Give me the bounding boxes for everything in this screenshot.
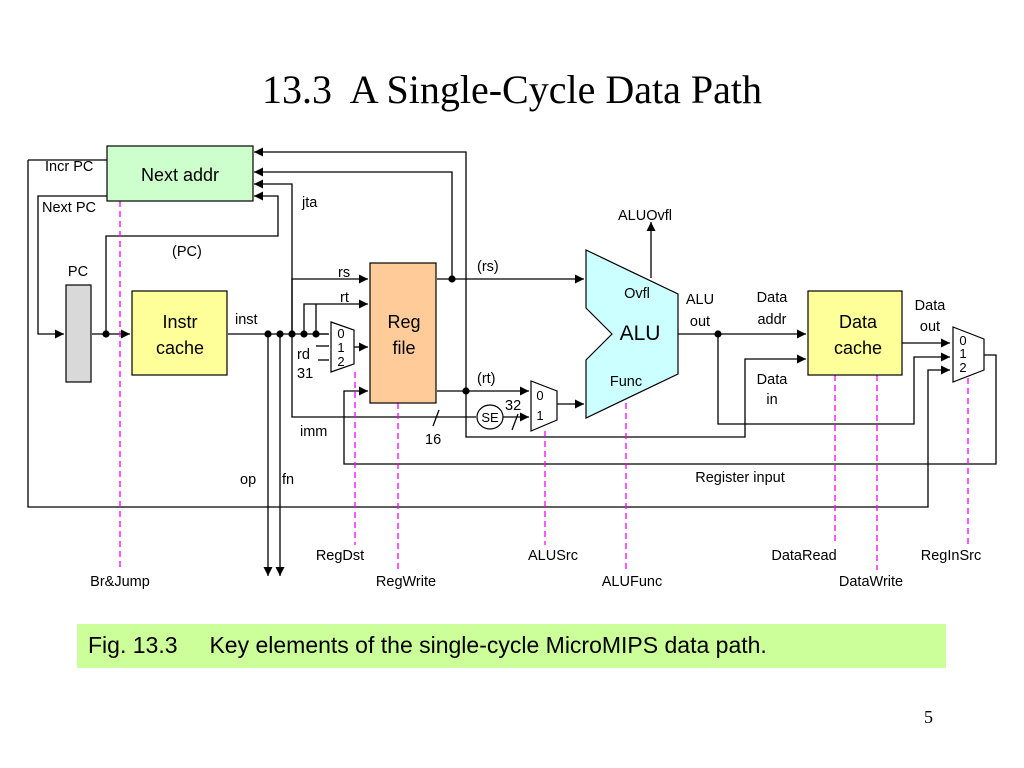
data-addr-label: Data — [757, 290, 789, 306]
svg-text:PC: PC — [68, 264, 88, 280]
rt-to-nextaddr-wire — [254, 147, 467, 391]
control-labels: Br&Jump RegDst RegWrite ALUSrc ALUFunc D… — [90, 548, 981, 590]
caption-text: Fig. 13.3 Key elements of the single-cyc… — [88, 632, 767, 658]
rt-paren-label: (rt) — [477, 371, 496, 387]
rt-to-mux-wire — [315, 304, 329, 335]
svg-text:cache: cache — [834, 338, 882, 358]
svg-text:Next addr: Next addr — [141, 165, 219, 185]
jta-label: jta — [301, 195, 318, 211]
svg-text:1: 1 — [959, 346, 966, 361]
jta-wire — [254, 179, 293, 334]
imm-label: imm — [300, 424, 327, 440]
instr-cache-block: Instr cache — [131, 290, 228, 376]
fn-label: fn — [282, 472, 294, 488]
regdst-label: RegDst — [316, 548, 364, 564]
next-addr-block: Next addr — [106, 145, 254, 202]
next-pc-label: Next PC — [42, 200, 96, 216]
svg-text:Reg: Reg — [387, 312, 420, 332]
alu-out-to-reginsrc-wire — [717, 334, 950, 425]
rd-label: rd — [297, 347, 310, 363]
bus-width-slash — [511, 413, 519, 431]
alu-out-label: ALU — [686, 292, 714, 308]
sixteen-label: 16 — [425, 432, 441, 448]
thirty-two-label: 32 — [505, 398, 521, 414]
svg-text:Data: Data — [839, 312, 878, 332]
next-pc-wire — [37, 195, 107, 339]
rs-to-nextaddr-wire — [254, 167, 453, 279]
wires — [27, 147, 997, 576]
incr-pc-to-reginsrc-wire — [27, 160, 950, 508]
br-jump-label: Br&Jump — [90, 574, 150, 590]
junction-dot — [102, 330, 110, 338]
reg-file-block: Reg file — [369, 262, 437, 404]
data-in-label: Data — [757, 372, 789, 388]
svg-text:cache: cache — [156, 338, 204, 358]
thirty-one-label: 31 — [297, 366, 313, 382]
rs-wire — [291, 274, 368, 334]
incr-pc-label: Incr PC — [45, 159, 93, 175]
rt-to-datain-wire — [465, 354, 806, 438]
reginsrc-mux: 0 1 2 — [952, 326, 985, 383]
alu-block: Ovfl ALU Func — [585, 249, 679, 419]
regdst-mux: 0 1 2 — [330, 321, 355, 373]
pc-paren-label: (PC) — [172, 244, 202, 260]
data-out-label: Data — [915, 298, 947, 314]
alusrc-mux: 0 1 — [530, 380, 558, 432]
svg-text:2: 2 — [959, 360, 966, 375]
svg-text:ALU: ALU — [620, 322, 661, 345]
rt-label: rt — [340, 290, 349, 306]
alufunc-label: ALUFunc — [602, 574, 662, 590]
data-addr-label: addr — [757, 312, 786, 328]
rt-wire — [303, 299, 368, 334]
alu-out-label: out — [690, 314, 710, 330]
op-label: op — [240, 472, 256, 488]
figure-caption: Fig. 13.3 Key elements of the single-cyc… — [77, 624, 946, 668]
reginsrc-label: RegInSrc — [921, 548, 981, 564]
rs-label: rs — [338, 265, 350, 281]
imm-wire — [291, 334, 476, 418]
rs-paren-label: (rs) — [477, 259, 499, 275]
svg-text:0: 0 — [337, 326, 344, 341]
svg-text:Func: Func — [610, 374, 642, 390]
bus-width-slash — [432, 409, 440, 427]
aluovfl-label: ALUOvfl — [618, 208, 672, 224]
svg-text:0: 0 — [536, 388, 543, 403]
register-input-wire — [343, 354, 997, 465]
regwrite-label: RegWrite — [376, 574, 436, 590]
pc-register: PC — [65, 264, 92, 383]
page-number: 5 — [924, 707, 933, 727]
svg-text:SE: SE — [481, 410, 499, 425]
signal-labels: Incr PC Next PC jta (PC) inst rs rt rd 3… — [42, 159, 946, 488]
datawrite-label: DataWrite — [839, 574, 903, 590]
page-title: 13.3 A Single-Cycle Data Path — [262, 67, 762, 112]
svg-text:Ovfl: Ovfl — [624, 286, 650, 302]
svg-text:2: 2 — [337, 354, 344, 369]
inst-label: inst — [235, 312, 258, 328]
alusrc-label: ALUSrc — [528, 548, 578, 564]
data-in-label: in — [766, 392, 777, 408]
register-input-label: Register input — [695, 470, 784, 486]
datapath-diagram: Next addr PC Instr cache Reg file Ovfl A… — [27, 145, 997, 590]
svg-text:1: 1 — [536, 408, 543, 423]
svg-text:1: 1 — [337, 340, 344, 355]
svg-text:0: 0 — [959, 333, 966, 348]
dataread-label: DataRead — [771, 548, 836, 564]
data-out-label: out — [920, 319, 940, 335]
control-lines — [119, 201, 969, 570]
svg-text:Instr: Instr — [162, 312, 197, 332]
svg-text:file: file — [392, 338, 415, 358]
data-cache-block: Data cache — [807, 290, 903, 376]
sign-extend: SE — [476, 404, 504, 430]
pc-to-nextaddr-wire — [105, 191, 279, 334]
